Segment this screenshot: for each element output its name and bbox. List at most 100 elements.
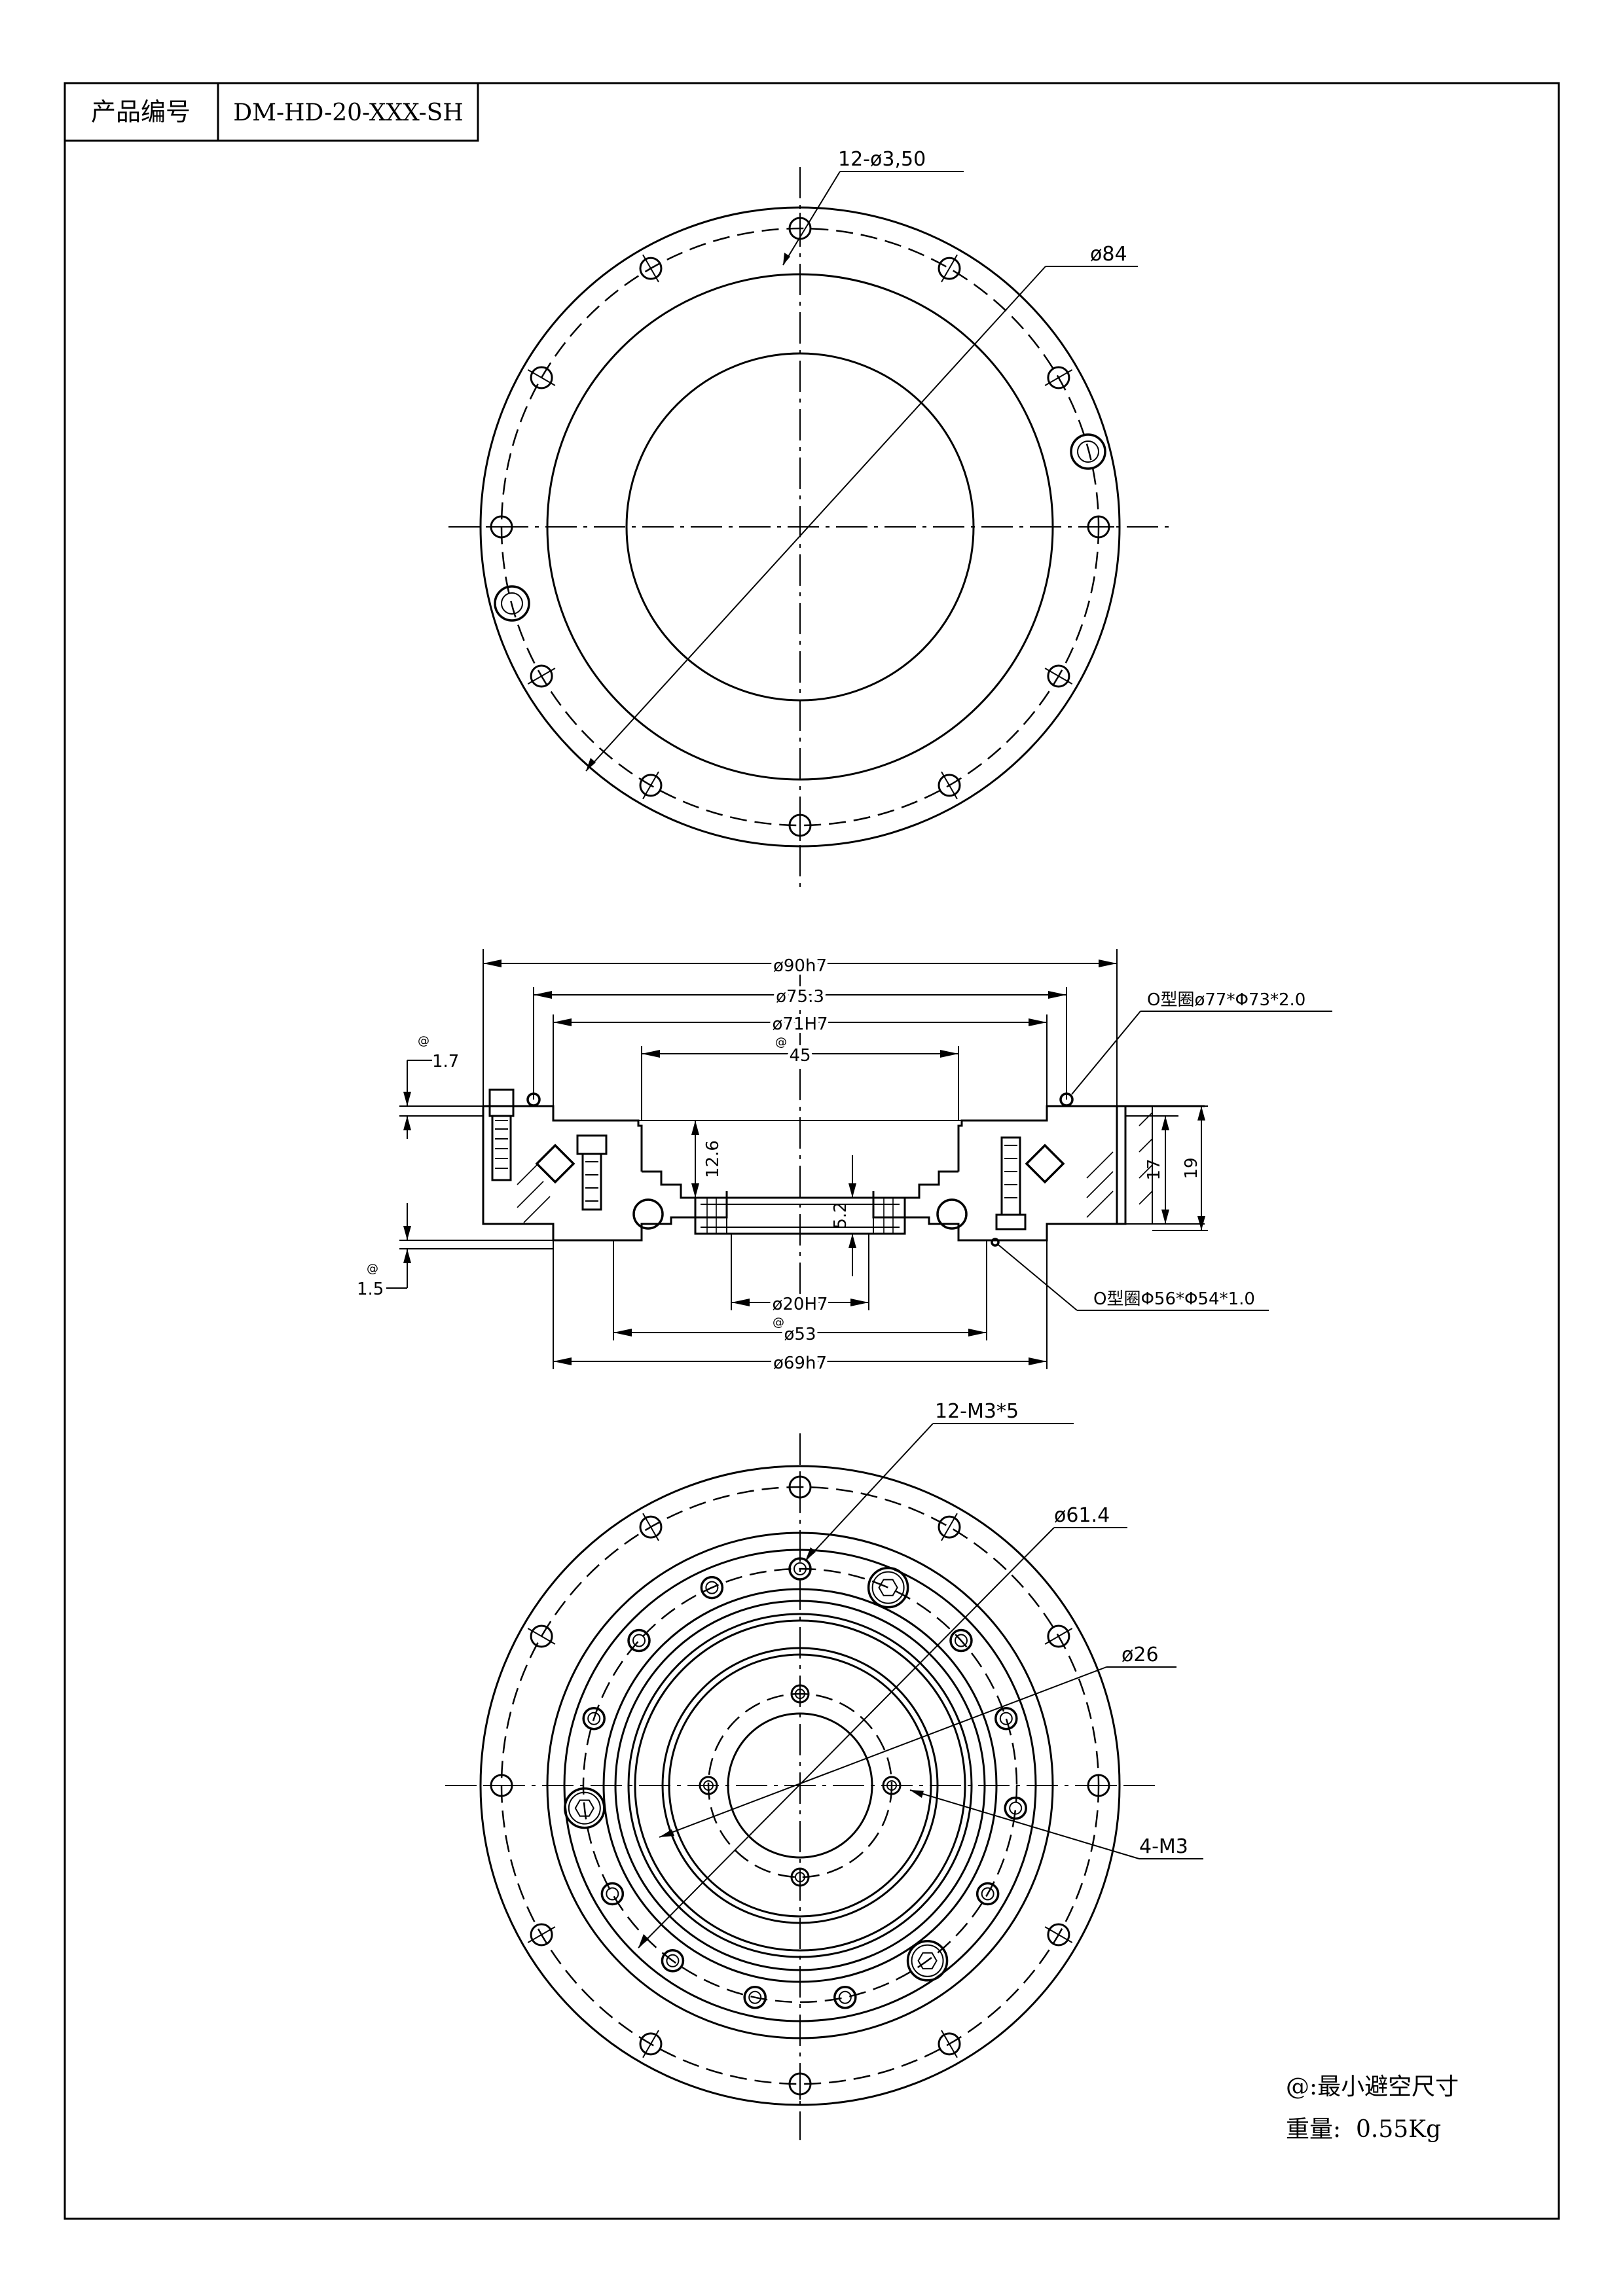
- mounting-hole: [788, 213, 812, 244]
- bottom-ring-1: [546, 1532, 1054, 2039]
- m3-threaded-hole: [661, 1949, 685, 1973]
- oring-top-leader: [1071, 1011, 1332, 1095]
- section-view: ø90h7 ø75.3 ø71H7 @ 45: [357, 949, 1332, 1376]
- bottom-inner-m3-circle: [707, 1693, 893, 1878]
- mounting-hole: [527, 664, 556, 688]
- oring-top-label: O型圈ø77*Φ73*2.0: [1147, 990, 1305, 1010]
- callout-61-label: ø61.4: [1054, 1504, 1110, 1527]
- dim-line-1-5: [386, 1203, 553, 1289]
- mounting-hole: [486, 1774, 517, 1797]
- dim-1-5-label: 1.5: [357, 1280, 384, 1299]
- mounting-hole: [1044, 664, 1073, 688]
- mounting-hole: [639, 254, 663, 283]
- bottom-outer-circle: [479, 1465, 1121, 2106]
- bottom-ring-4: [614, 1600, 986, 1971]
- ball-right: [936, 1198, 968, 1230]
- flange-right: [1116, 1105, 1127, 1225]
- m3-threaded-hole: [788, 1557, 812, 1581]
- mounting-hole: [1083, 1774, 1114, 1797]
- dim-line-75: [533, 987, 1067, 1100]
- bottom-m3-threaded-holes: [582, 1557, 1027, 2009]
- dim-71-label: ø71H7: [772, 1014, 828, 1034]
- mounting-hole: [788, 810, 812, 841]
- oring-bottom-label: O型圈Φ56*Φ54*1.0: [1093, 1289, 1255, 1309]
- dim-line-5-2: [848, 1155, 856, 1276]
- dim-20-label: ø20H7: [772, 1295, 828, 1314]
- m3-threaded-hole: [627, 1628, 651, 1653]
- top-middle-circle: [546, 273, 1054, 781]
- mounting-hole: [938, 2030, 961, 2058]
- m3-threaded-hole: [582, 1706, 606, 1731]
- screw-left: [488, 1088, 515, 1181]
- m3-threaded-hole: [949, 1628, 973, 1653]
- callout-m3x5-label: 12-M3*5: [935, 1400, 1019, 1423]
- dim-17-label: 17: [1144, 1158, 1164, 1180]
- oring-bottom-leader: [998, 1244, 1269, 1311]
- dim-line-19: [1152, 1105, 1208, 1231]
- top-outer-circle: [479, 206, 1121, 848]
- bottom-ring-7: [661, 1647, 939, 1924]
- dim-75-label: ø75.3: [776, 987, 824, 1007]
- mounting-hole: [639, 1513, 663, 1541]
- title-block: 产品编号 DM-HD-20-XXX-SH: [64, 82, 479, 142]
- mounting-hole: [1044, 1624, 1073, 1648]
- mounting-hole: [938, 771, 961, 800]
- m3-threaded-hole: [600, 1882, 625, 1906]
- mounting-hole: [639, 771, 663, 800]
- dim-69-label: ø69h7: [773, 1354, 827, 1373]
- dim-1-5-mark: @: [367, 1262, 378, 1276]
- top-inner-bore: [625, 352, 975, 702]
- mounting-hole: [527, 1923, 556, 1946]
- dim-1-7-mark: @: [418, 1034, 429, 1048]
- callout-4m3-leader: [909, 1789, 1203, 1859]
- diameter-26-leader: [659, 1666, 1176, 1838]
- dim-line-12-6: [691, 1121, 699, 1198]
- bottom-ring-5: [627, 1613, 973, 1958]
- mounting-hole: [788, 1471, 812, 1503]
- wave-generator-right: [905, 1170, 958, 1199]
- dim-line-20: [731, 1234, 869, 1310]
- dim-line-53: [613, 1240, 987, 1340]
- callout-holes-label: 12-ø3,50: [838, 148, 926, 171]
- dim-53-mark: @: [773, 1316, 784, 1329]
- callout-4m3-label: 4-M3: [1139, 1835, 1188, 1858]
- callout-outer-diameter-label: ø84: [1090, 243, 1127, 266]
- socket-screw-head: [906, 1940, 949, 1982]
- top-mounting-holes: [486, 213, 1114, 841]
- m3-threaded-hole: [994, 1706, 1018, 1731]
- dim-line-90: [483, 949, 1118, 1106]
- bottom-screw-heads: [564, 1566, 949, 1982]
- dim-12-6-label: 12.6: [703, 1140, 723, 1178]
- dim-line-71: [553, 1014, 1048, 1106]
- m3-threaded-hole: [976, 1882, 1000, 1906]
- inner-m3-hole: [882, 1776, 902, 1795]
- socket-screw-head: [867, 1566, 909, 1609]
- mounting-hole: [527, 366, 556, 389]
- mounting-hole: [1044, 1923, 1073, 1946]
- bottom-view: 12-M3*5 ø61.4 ø26 4-M3: [445, 1400, 1203, 2140]
- wave-generator-left: [642, 1170, 695, 1199]
- bottom-mounting-holes: [486, 1471, 1114, 2100]
- mounting-hole: [1044, 366, 1073, 389]
- mounting-hole: [1083, 515, 1114, 539]
- dim-45-mark: @: [775, 1035, 787, 1049]
- dim-53-label: ø53: [784, 1325, 816, 1344]
- oring-bottom: [991, 1238, 1000, 1247]
- hollow-shaft: [694, 1196, 906, 1235]
- inner-m3-hole: [790, 1684, 810, 1704]
- mounting-hole: [527, 1624, 556, 1648]
- ball-left: [632, 1198, 664, 1230]
- flange-hatch-right: [1086, 1106, 1153, 1224]
- diameter-84-leader: [585, 266, 1138, 772]
- dim-19-label: 19: [1182, 1157, 1201, 1179]
- housing-profile-left: [482, 1105, 728, 1242]
- housing-profile-right: [872, 1105, 1118, 1242]
- part-number: DM-HD-20-XXX-SH: [233, 99, 464, 126]
- roller-left: [535, 1143, 575, 1184]
- bottom-inner-bore: [727, 1712, 873, 1859]
- callout-26-label: ø26: [1122, 1643, 1159, 1666]
- top-screw-head: [494, 585, 530, 622]
- callout-m3x5-leader: [805, 1423, 1074, 1562]
- m3-threaded-hole: [743, 1986, 767, 2009]
- drawing-frame: [64, 82, 1560, 2220]
